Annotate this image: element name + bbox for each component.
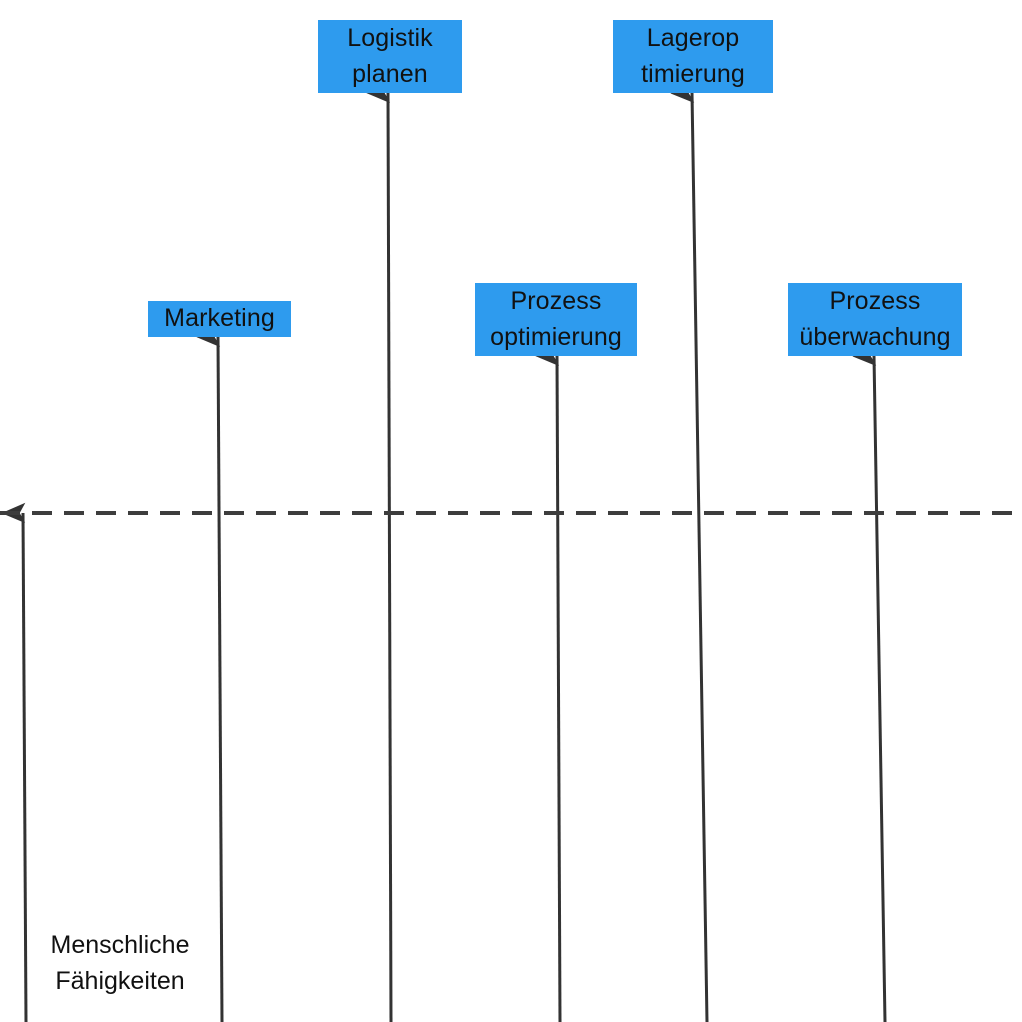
node-menschliche-faehigkeiten[interactable]: Menschliche Fähigkeiten <box>50 931 190 995</box>
node-marketing[interactable]: Marketing <box>148 301 291 337</box>
node-logistik-planen[interactable]: Logistik planen <box>318 20 462 93</box>
arrow-lageroptimierung <box>692 93 709 1022</box>
arrow-marketing <box>218 337 224 1022</box>
node-lageroptimierung[interactable]: Lagerop timierung <box>613 20 773 93</box>
arrow-logistik-planen <box>388 93 393 1022</box>
arrow-layer <box>23 93 887 1022</box>
arrow-prozessoptimierung <box>557 356 562 1022</box>
arrow-menschliche-faehigkeiten <box>23 513 28 1022</box>
node-prozessueberwachung[interactable]: Prozess überwachung <box>788 283 962 356</box>
node-prozessoptimierung[interactable]: Prozess optimierung <box>475 283 637 356</box>
arrow-prozessueberwachung <box>874 356 887 1022</box>
